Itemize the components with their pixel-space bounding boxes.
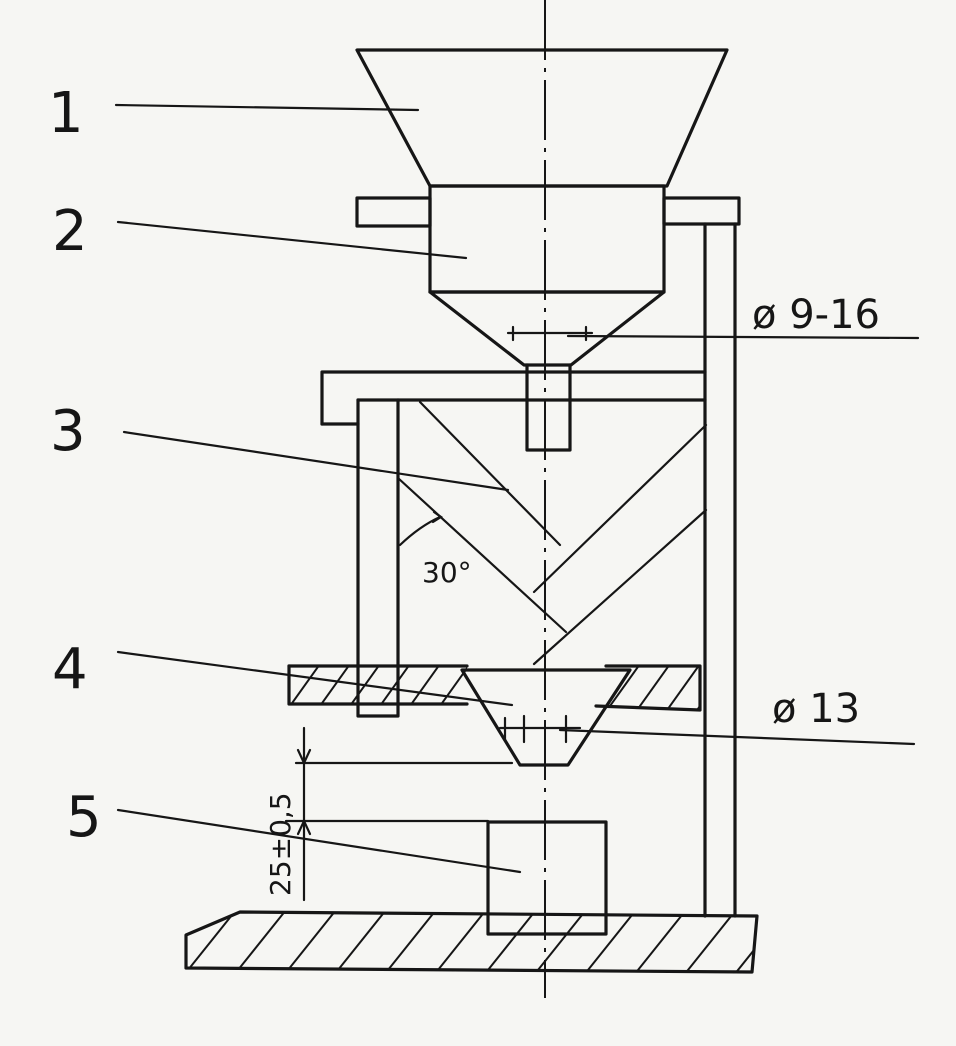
leader-line-d13: [558, 728, 916, 746]
leader-line-3: [122, 430, 510, 492]
part-label-5: 5: [66, 785, 102, 850]
dim-lower-orifice: ø 13: [772, 686, 860, 732]
chute-baffles: [396, 400, 708, 666]
lower-plate: [287, 664, 702, 712]
leader-line-d916: [566, 334, 920, 340]
part-label-2: 2: [52, 199, 88, 264]
part-label-4: 4: [52, 637, 88, 702]
dim-fall-height: 25±0,5: [264, 792, 297, 896]
base-plate: [184, 910, 759, 974]
leader-line-2: [116, 220, 468, 260]
top-hopper: [355, 48, 729, 188]
leader-line-5: [116, 808, 522, 874]
receiver-cup: [486, 820, 608, 936]
leader-line-1: [114, 103, 420, 112]
upper-funnel: [428, 184, 666, 452]
middle-bracket: [320, 370, 707, 718]
right-post: [703, 222, 737, 918]
dim-chute-angle: 30°: [422, 556, 472, 589]
part-label-1: 1: [48, 81, 84, 146]
top-support-bar: [355, 196, 741, 228]
lower-funnel: [460, 668, 632, 767]
height-dimension: [284, 726, 514, 902]
part-label-3: 3: [50, 399, 86, 464]
dim-upper-orifice: ø 9-16: [752, 292, 880, 338]
leader-line-4: [116, 650, 514, 707]
